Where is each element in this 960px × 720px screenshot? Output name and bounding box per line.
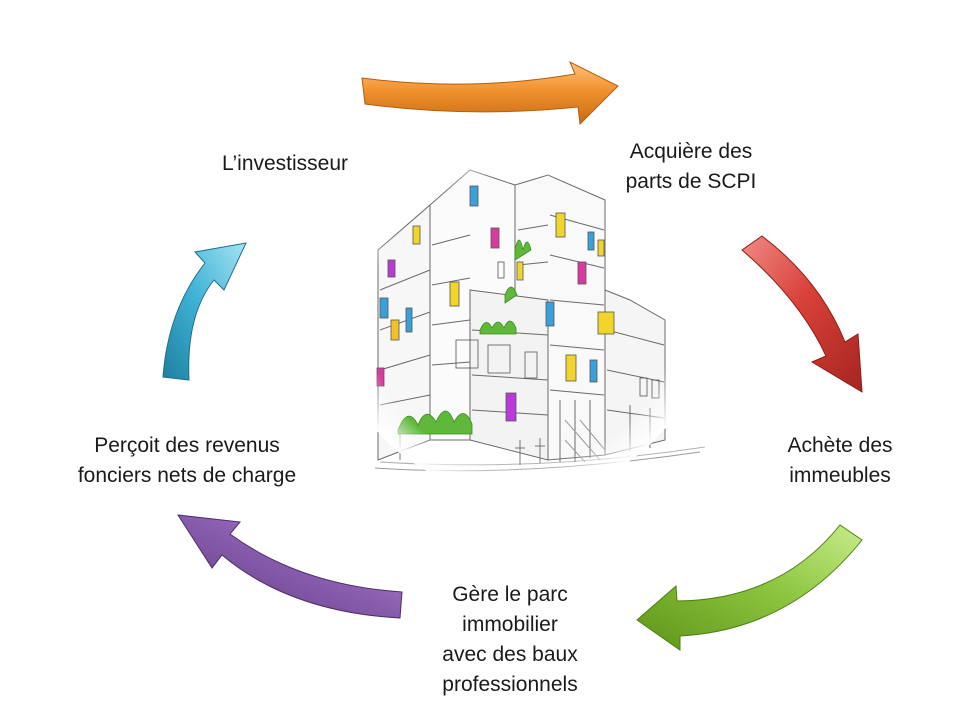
- step-achete-line-2: immeubles: [789, 464, 891, 487]
- step-gere-line-3: avec des baux: [442, 643, 578, 666]
- step-percoit-line-2: fonciers nets de charge: [77, 464, 297, 487]
- arrow-green: [636, 524, 863, 651]
- step-acquiere-line-1: Acquière des: [629, 140, 753, 163]
- step-acquiere-label: Acquière des parts de SCPI: [606, 137, 776, 197]
- sketch-vignette: [335, 145, 705, 495]
- step-percoit-line-1: Perçoit des revenus: [94, 434, 280, 457]
- arrow-blue: [162, 242, 247, 381]
- step-achete-line-1: Achète des: [787, 434, 893, 457]
- step-acquiere-line-2: parts de SCPI: [625, 170, 757, 193]
- arrow-purple: [177, 514, 403, 619]
- step-gere-label: Gère le parc immobilier avec des baux pr…: [420, 580, 600, 700]
- arrow-orange: [361, 60, 619, 126]
- step-percoit-label: Perçoit des revenus fonciers nets de cha…: [55, 431, 319, 491]
- step-gere-line-4: professionnels: [442, 673, 578, 696]
- step-investisseur-line-1: L’investisseur: [221, 152, 349, 175]
- step-achete-label: Achète des immeubles: [760, 431, 920, 491]
- step-gere-line-1: Gère le parc: [452, 583, 568, 606]
- arrow-red: [741, 235, 863, 393]
- step-gere-line-2: immobilier: [462, 613, 558, 636]
- step-investisseur-label: L’investisseur: [205, 149, 365, 179]
